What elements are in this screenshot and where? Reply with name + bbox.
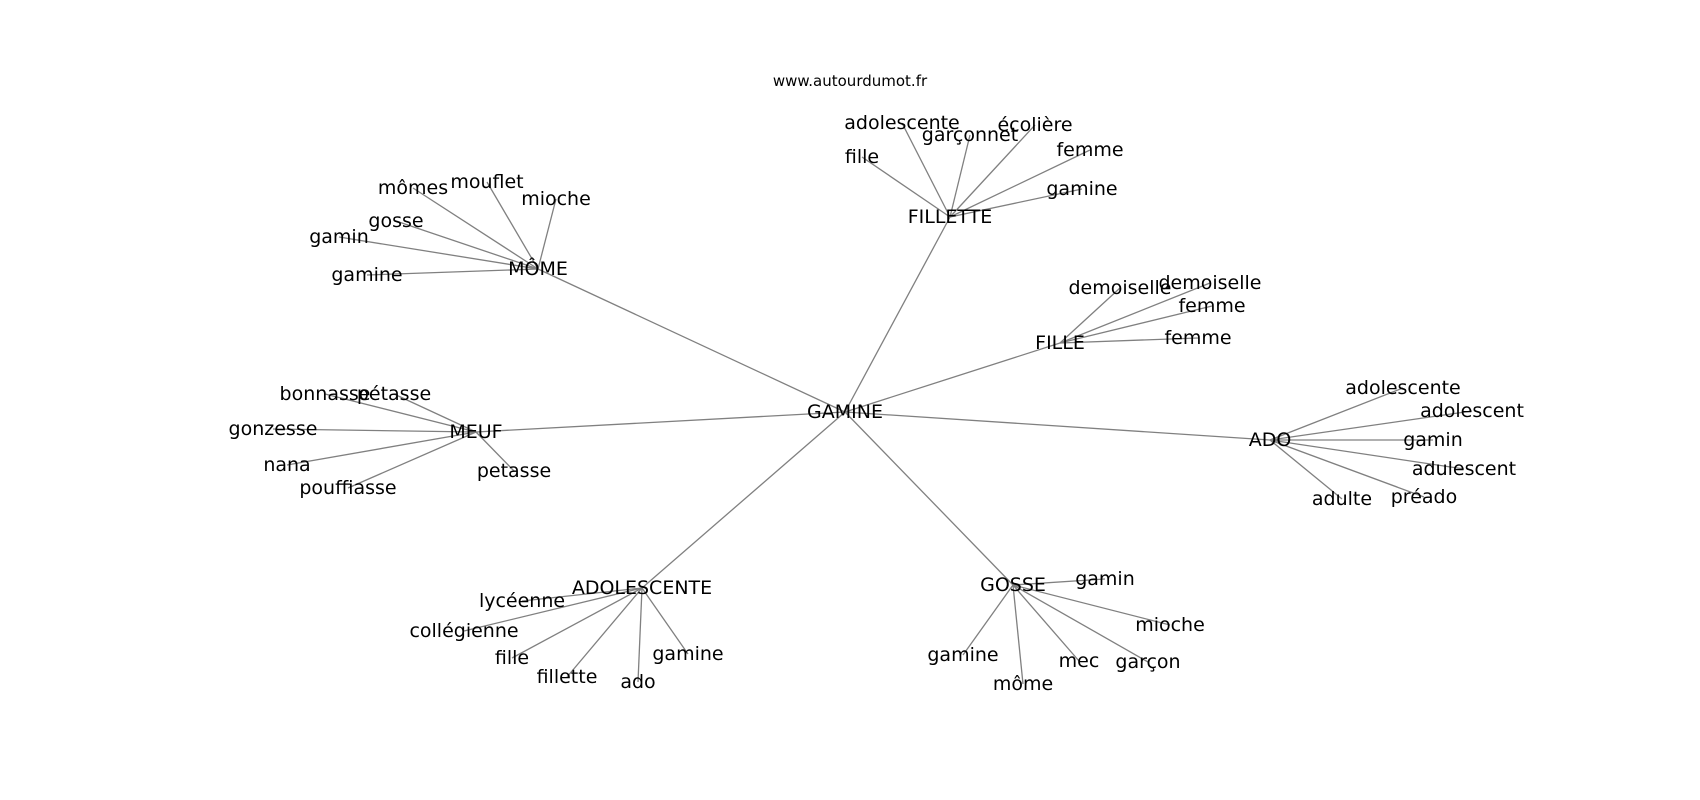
edge-meuf-leaf	[393, 393, 477, 433]
edge-fillette-leaf	[949, 134, 971, 218]
leaf-node-label: gamin	[1075, 568, 1135, 590]
edge-adolescente-leaf	[637, 587, 643, 683]
watermark-text: www.autourdumot.fr	[772, 72, 928, 90]
edge-fillette-leaf	[949, 188, 1083, 218]
edge-center-adolescente	[641, 411, 846, 589]
edge-gosse-leaf	[962, 584, 1014, 656]
leaf-node-label: gamin	[1403, 429, 1463, 451]
leaf-node-label: bonnasse	[280, 383, 371, 405]
leaf-node-label: nana	[263, 454, 310, 476]
edge-mome-leaf	[412, 187, 539, 270]
edge-center-mome	[537, 268, 846, 413]
leaf-node-label: lycéenne	[479, 590, 565, 612]
leaf-node-label: garçonnet	[922, 124, 1018, 146]
leaf-node-label: demoiselle	[1069, 277, 1172, 299]
leaf-node-label: adolescente	[844, 112, 960, 134]
edge-ado-leaf	[1269, 439, 1465, 470]
edge-meuf-leaf	[324, 393, 477, 433]
edge-gosse-leaf	[1012, 584, 1149, 663]
hub-node-fillette: FILLETTE	[908, 206, 993, 228]
hub-node-adolescente: ADOLESCENTE	[572, 577, 712, 599]
leaf-node-label: adulte	[1312, 488, 1372, 510]
edge-fille-leaf	[1059, 287, 1121, 344]
edge-center-ado	[844, 411, 1271, 441]
edge-adolescente-leaf	[521, 587, 643, 602]
leaf-node-label: mômes	[378, 177, 448, 199]
edge-fillette-leaf	[901, 122, 951, 218]
edge-ado-leaf	[1269, 439, 1425, 498]
hub-node-ado: ADO	[1249, 429, 1292, 451]
edge-mome-leaf	[366, 268, 539, 276]
leaf-node-label: gamine	[331, 264, 402, 286]
edge-ado-leaf	[1269, 410, 1473, 441]
leaf-node-label: pouffiasse	[299, 477, 396, 499]
hub-node-meuf: MEUF	[449, 421, 502, 443]
edge-meuf-leaf	[475, 431, 515, 472]
edge-adolescente-leaf	[463, 587, 643, 632]
leaf-node-label: gamine	[652, 643, 723, 665]
edge-fillette-leaf	[949, 149, 1091, 218]
edge-meuf-leaf	[347, 431, 477, 489]
leaf-node-label: femme	[1164, 327, 1231, 349]
leaf-node-label: gamine	[927, 644, 998, 666]
edge-gosse-leaf	[1012, 584, 1024, 685]
leaf-node-label: petasse	[477, 460, 551, 482]
edge-meuf-leaf	[286, 431, 477, 466]
leaf-node-label: écolière	[997, 114, 1072, 136]
leaf-node-label: gonzesse	[229, 418, 318, 440]
edge-fille-leaf	[1059, 305, 1213, 344]
hub-node-fille: FILLE	[1035, 332, 1085, 354]
leaf-node-label: adolescente	[1345, 377, 1461, 399]
graph-labels: GAMINEFILLETTEadolescentegarçonnetécoliè…	[229, 112, 1524, 695]
hub-node-mome: MÔME	[508, 256, 568, 280]
edge-meuf-leaf	[272, 428, 477, 433]
leaf-node-label: fillette	[537, 666, 598, 688]
leaf-node-label: mioche	[1135, 614, 1205, 636]
edge-gosse-leaf	[1012, 578, 1106, 586]
leaf-node-label: femme	[1056, 139, 1123, 161]
leaf-node-label: môme	[993, 673, 1053, 695]
edge-center-gosse	[844, 411, 1014, 586]
leaf-node-label: fille	[495, 647, 529, 669]
edge-fillette-leaf	[949, 124, 1036, 218]
edge-adolescente-leaf	[641, 587, 689, 655]
leaf-node-label: adulescent	[1412, 458, 1516, 480]
edge-fillette-leaf	[861, 156, 951, 218]
leaf-node-label: demoiselle	[1159, 272, 1262, 294]
edge-ado-leaf	[1269, 439, 1343, 500]
edge-ado-leaf	[1269, 387, 1404, 441]
leaf-node-label: mioche	[521, 188, 591, 210]
leaf-node-label: ado	[620, 671, 655, 693]
hub-node-gosse: GOSSE	[980, 574, 1046, 596]
edge-mome-leaf	[395, 220, 539, 270]
leaf-node-label: garçon	[1115, 651, 1180, 673]
edge-fille-leaf	[1059, 337, 1199, 344]
leaf-node-label: gosse	[368, 210, 423, 232]
edge-mome-leaf	[486, 181, 539, 270]
leaf-node-label: mec	[1059, 650, 1100, 672]
leaf-node-label: gamin	[309, 226, 369, 248]
center-node-label: GAMINE	[807, 401, 883, 423]
leaf-node-label: femme	[1178, 295, 1245, 317]
edge-gosse-leaf	[1012, 584, 1080, 662]
leaf-node-label: gamine	[1046, 178, 1117, 200]
leaf-node-label: mouflet	[450, 171, 523, 193]
leaf-node-label: pétasse	[357, 383, 431, 405]
edge-fille-leaf	[1059, 282, 1211, 344]
edge-mome-leaf	[537, 198, 557, 270]
edge-adolescente-leaf	[511, 587, 643, 659]
edge-gosse-leaf	[1012, 584, 1171, 626]
edge-center-fillette	[844, 216, 951, 413]
leaf-node-label: collégienne	[409, 620, 518, 642]
leaf-node-label: fille	[845, 146, 879, 168]
leaf-node-label: préado	[1391, 486, 1457, 508]
graph-edges	[272, 122, 1473, 685]
edge-adolescente-leaf	[566, 587, 643, 678]
edge-center-fille	[844, 342, 1061, 413]
edge-center-meuf	[475, 411, 846, 433]
edge-mome-leaf	[338, 236, 539, 270]
leaf-node-label: adolescent	[1420, 400, 1524, 422]
